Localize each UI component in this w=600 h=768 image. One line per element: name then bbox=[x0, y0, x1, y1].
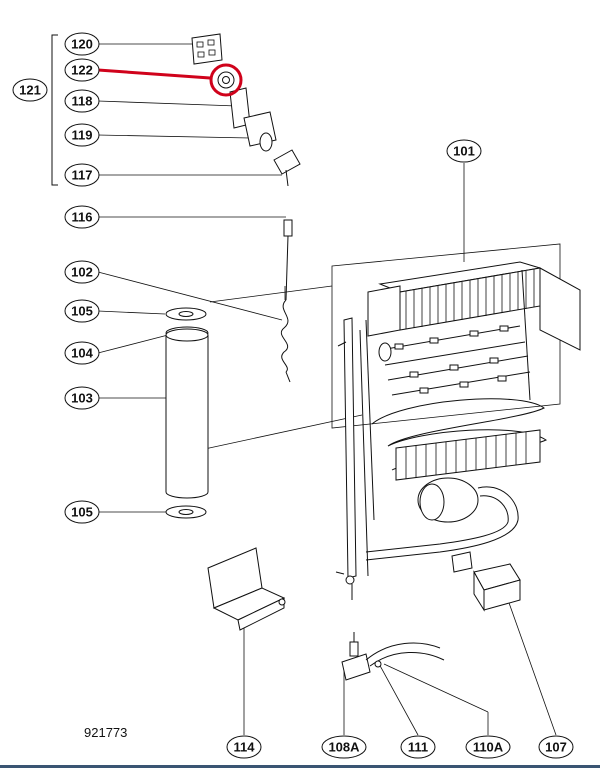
svg-text:101: 101 bbox=[453, 144, 475, 159]
svg-text:119: 119 bbox=[72, 128, 93, 143]
flue-tube bbox=[165, 307, 209, 519]
callout-105-bottom: 105 bbox=[64, 500, 100, 524]
callout-110A: 110A bbox=[465, 735, 511, 759]
callout-119: 119 bbox=[64, 123, 100, 147]
svg-text:105: 105 bbox=[71, 304, 93, 319]
callout-122: 122 bbox=[64, 58, 100, 82]
shield-114 bbox=[207, 547, 286, 631]
highlight-122 bbox=[97, 63, 243, 97]
svg-text:120: 120 bbox=[71, 37, 93, 52]
callout-116: 116 bbox=[64, 205, 100, 229]
svg-text:102: 102 bbox=[71, 265, 93, 280]
callout-111: 111 bbox=[400, 735, 436, 759]
construction-lines bbox=[199, 285, 363, 451]
callout-121: 121 bbox=[12, 78, 48, 102]
group-bracket bbox=[51, 34, 58, 186]
svg-text:104: 104 bbox=[71, 346, 93, 361]
svg-text:121: 121 bbox=[19, 83, 41, 98]
callout-107: 107 bbox=[538, 735, 574, 759]
cover-107 bbox=[473, 563, 521, 612]
svg-text:111: 111 bbox=[408, 740, 428, 755]
burner-assembly bbox=[191, 33, 301, 383]
callout-114: 114 bbox=[226, 735, 262, 759]
bottom-border bbox=[0, 765, 600, 768]
svg-text:110A: 110A bbox=[473, 740, 504, 755]
svg-text:122: 122 bbox=[71, 63, 93, 78]
callout-108A: 108A bbox=[321, 735, 367, 759]
callout-103: 103 bbox=[64, 386, 100, 410]
thermostat-group bbox=[341, 632, 445, 681]
svg-text:116: 116 bbox=[72, 210, 93, 225]
callout-105-top: 105 bbox=[64, 299, 100, 323]
svg-text:108A: 108A bbox=[328, 740, 360, 755]
svg-text:103: 103 bbox=[71, 391, 93, 406]
callout-102: 102 bbox=[64, 260, 100, 284]
drawing-number: 921773 bbox=[84, 725, 127, 740]
callout-117: 117 bbox=[64, 163, 100, 187]
cooling-unit bbox=[331, 243, 581, 600]
svg-text:107: 107 bbox=[545, 740, 567, 755]
callout-120: 120 bbox=[64, 32, 100, 56]
svg-text:105: 105 bbox=[71, 505, 93, 520]
svg-text:117: 117 bbox=[72, 168, 93, 183]
svg-text:118: 118 bbox=[72, 94, 93, 109]
callout-118: 118 bbox=[64, 89, 100, 113]
callout-101: 101 bbox=[446, 139, 482, 163]
callout-104: 104 bbox=[64, 341, 100, 365]
leader-lines bbox=[97, 43, 557, 736]
svg-text:114: 114 bbox=[234, 740, 256, 755]
